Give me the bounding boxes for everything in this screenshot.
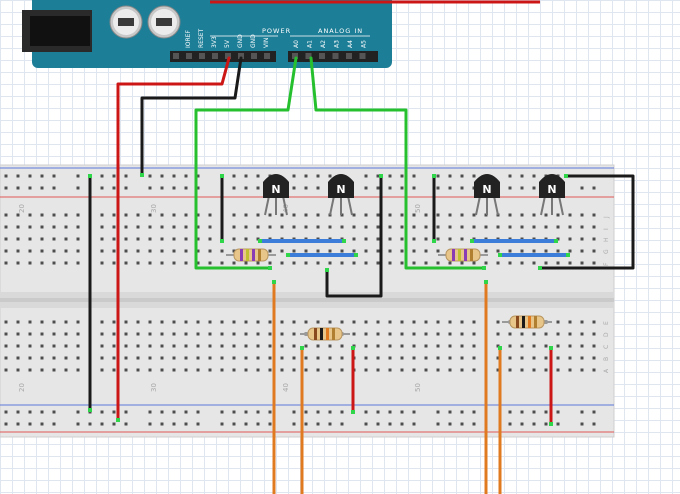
wire-end: [470, 239, 474, 243]
wires: [88, 56, 635, 494]
column-number-bottom: 50: [414, 383, 422, 392]
wire-end: [220, 239, 224, 243]
wire-end: [300, 346, 304, 350]
npn-transistor: N: [539, 174, 565, 216]
transistor-label: N: [547, 183, 556, 196]
analog-pin-label: A0: [293, 40, 300, 48]
power-header-label: POWER: [262, 27, 291, 35]
black-bridge-wire-2: [538, 174, 635, 270]
wire-end: [325, 268, 329, 272]
black-bridge-wire-1: [325, 174, 383, 298]
power-pin-label: GND: [237, 34, 244, 48]
wire-end: [268, 266, 272, 270]
analog-pin-labels: A0 A1 A2 A3 A4 A5: [293, 40, 368, 48]
row-letter-top: H: [603, 237, 610, 242]
row-letter-bottom: C: [603, 345, 610, 349]
header-holes: [173, 53, 366, 59]
wire-end: [342, 239, 346, 243]
red-5v-wire: [116, 56, 231, 422]
power-pin-label: VIN: [263, 38, 270, 48]
column-number-bottom: 40: [282, 383, 290, 392]
green-a0-wire: [194, 56, 298, 270]
column-number-bottom: 30: [150, 383, 158, 392]
wire-end: [116, 418, 120, 422]
row-letter-bottom: D: [603, 332, 610, 337]
wire-end: [538, 266, 542, 270]
capacitor-left: [109, 5, 143, 39]
resistor: [300, 327, 350, 341]
wire-end: [549, 422, 553, 426]
power-pin-label: RESET: [198, 28, 205, 48]
analog-pin-label: A3: [334, 40, 341, 48]
row-letter-top: J: [603, 216, 610, 219]
analog-pin-label: A5: [361, 40, 368, 48]
row-letter-bottom: E: [603, 321, 610, 325]
transistor-label: N: [482, 183, 491, 196]
wire-end: [220, 174, 224, 178]
wire-end: [272, 280, 276, 284]
wire-end: [258, 239, 262, 243]
wire-end: [88, 174, 92, 178]
resistors: [226, 248, 552, 341]
npn-transistor: N: [263, 174, 289, 216]
wire-end: [432, 174, 436, 178]
power-pin-labels: IOREF RESET 3V3 5V GND GND VIN: [185, 28, 270, 48]
wire-ends: [88, 173, 570, 426]
power-header: [170, 51, 276, 62]
wire-end: [566, 253, 570, 257]
column-number-top: 50: [414, 204, 422, 213]
wire-end: [498, 253, 502, 257]
npn-transistor: N: [328, 174, 354, 216]
analog-header-label: ANALOG IN: [318, 27, 363, 35]
green-a1-wire: [309, 56, 486, 270]
transistor-label: N: [336, 183, 345, 196]
wire-end: [498, 346, 502, 350]
column-number-top: 20: [18, 204, 26, 213]
row-letter-bottom: B: [603, 357, 610, 361]
wire-end: [554, 239, 558, 243]
wire-end: [351, 346, 355, 350]
row-letter-top: G: [603, 249, 610, 254]
resistor: [502, 315, 552, 329]
npn-transistor: N: [474, 174, 500, 216]
row-letter-bottom: A: [603, 368, 610, 373]
power-pin-label: 5V: [224, 39, 231, 48]
wire-end: [432, 239, 436, 243]
breadboard: 2030405020304050JIHGFEDCBA: [0, 164, 615, 438]
blue-jumpers: [258, 239, 570, 257]
analog-pin-label: A1: [307, 40, 314, 48]
wire-end: [564, 174, 568, 178]
column-number-bottom: 20: [18, 383, 26, 392]
analog-pin-label: A2: [320, 40, 327, 48]
power-pin-label: IOREF: [185, 30, 192, 48]
power-pin-label: GND: [250, 34, 257, 48]
wire-end: [379, 174, 383, 178]
row-letter-top: I: [603, 228, 610, 230]
wire-end: [354, 253, 358, 257]
analog-pin-label: A4: [347, 40, 354, 48]
power-pin-label: 3V3: [211, 36, 218, 48]
wire-end: [140, 173, 144, 177]
column-number-top: 30: [150, 204, 158, 213]
power-jack-inner: [30, 16, 90, 46]
wire-end: [549, 346, 553, 350]
resistor: [438, 248, 488, 262]
capacitor-right: [147, 5, 181, 39]
wire-end: [88, 408, 92, 412]
black-gnd-wire: [140, 56, 243, 177]
row-letter-top: F: [603, 262, 610, 266]
resistor: [226, 248, 276, 262]
transistor-label: N: [271, 183, 280, 196]
wire-end: [286, 253, 290, 257]
wire-end: [351, 410, 355, 414]
wire-end: [484, 280, 488, 284]
wire-end: [482, 266, 486, 270]
arduino-board: POWER ANALOG IN IOREF RESET 3V3 5V GND GND VIN…: [22, 0, 540, 68]
